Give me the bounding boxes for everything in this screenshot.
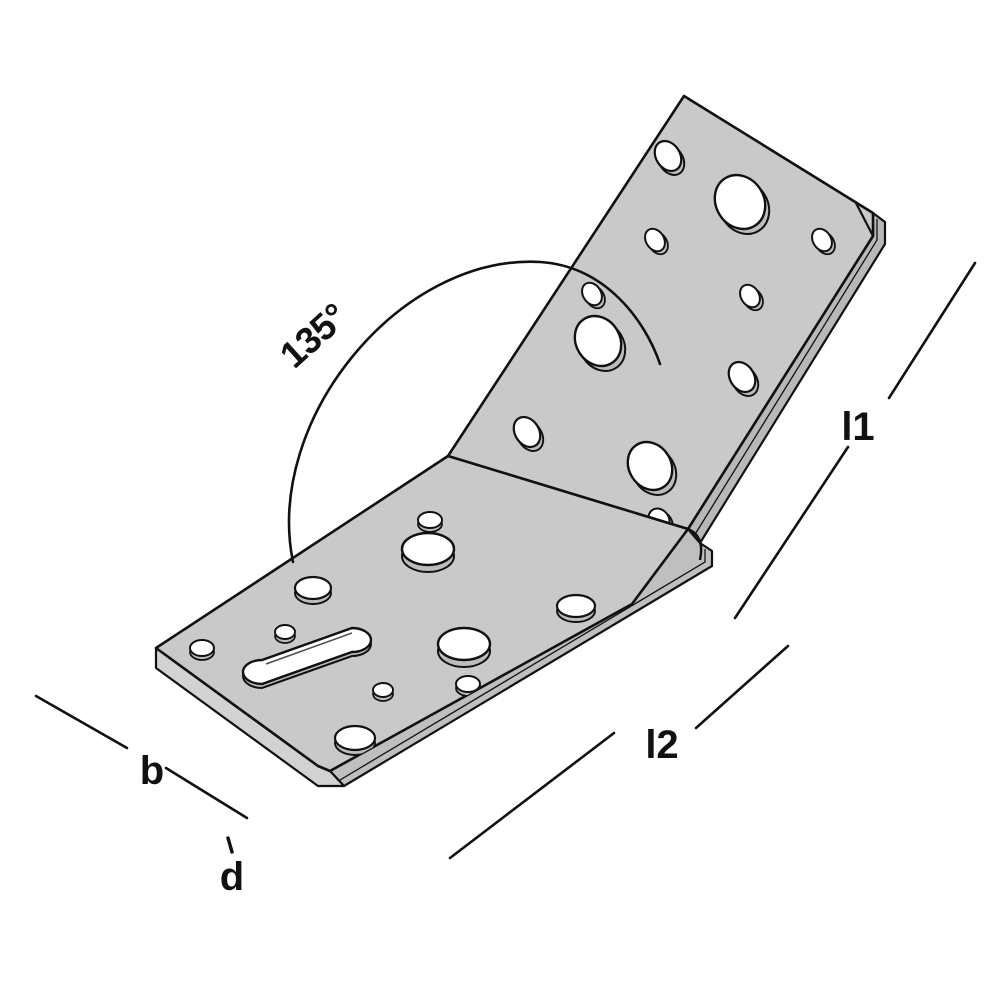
dimension-b-leader xyxy=(34,694,129,750)
slot-opening xyxy=(241,626,373,686)
dimension-l2-leader-lower xyxy=(448,731,616,860)
hole-lower-b xyxy=(400,531,456,573)
hole-upper-5 xyxy=(581,281,606,310)
dimension-l1-group: l1 xyxy=(733,261,977,620)
hole-lower-j xyxy=(333,724,377,756)
dimension-d-leader xyxy=(164,766,249,820)
hole-lower-f xyxy=(436,626,492,668)
upper-leg-chamfer-line xyxy=(855,202,874,237)
dimension-b-label: b xyxy=(140,749,164,793)
lower-leg-chamfer-line-bottom xyxy=(317,764,331,773)
upper-leg-group xyxy=(446,94,887,545)
hole-upper-7 xyxy=(573,314,627,372)
hole-upper-4 xyxy=(811,227,836,256)
upper-leg-holes xyxy=(512,139,836,529)
bend-outer-round-corner xyxy=(687,527,703,561)
dimension-l2-leader-upper xyxy=(694,644,790,730)
upper-leg-edge-highlight xyxy=(693,219,878,537)
dimension-l1-leader-bottom xyxy=(733,445,850,620)
dimension-d-group: d xyxy=(164,766,249,899)
dimension-l2-group: l2 xyxy=(448,644,790,860)
hole-upper-3 xyxy=(644,227,669,256)
hole-upper-10 xyxy=(626,440,678,496)
hole-lower-d xyxy=(555,593,597,623)
lower-leg-group xyxy=(154,454,714,788)
dimension-l2-label: l2 xyxy=(645,723,678,767)
bend-angle-label: 135° xyxy=(272,296,355,376)
dimension-l1-label: l1 xyxy=(841,405,874,449)
dimension-d-label: d xyxy=(220,855,244,899)
bracket-body xyxy=(154,94,887,788)
hole-lower-slot xyxy=(241,626,373,690)
hole-lower-i xyxy=(372,682,394,702)
hole-lower-e xyxy=(274,624,296,644)
hole-lower-a xyxy=(417,511,443,533)
hole-upper-2 xyxy=(713,173,771,235)
hole-upper-9 xyxy=(512,415,545,452)
lower-leg-edge-highlight xyxy=(339,549,706,781)
hole-upper-8 xyxy=(727,360,760,397)
dimension-b-group: b xyxy=(34,694,164,793)
dimension-d-tick xyxy=(226,836,234,854)
hole-upper-6 xyxy=(739,283,764,312)
angle-arc xyxy=(287,260,662,564)
hole-upper-1 xyxy=(653,139,686,176)
lower-leg-holes xyxy=(189,511,597,756)
dimension-l1-leader-top xyxy=(887,261,977,400)
hole-lower-c xyxy=(293,575,333,605)
hole-lower-g xyxy=(189,639,215,661)
dimension-l1-leader-upper xyxy=(900,264,972,266)
